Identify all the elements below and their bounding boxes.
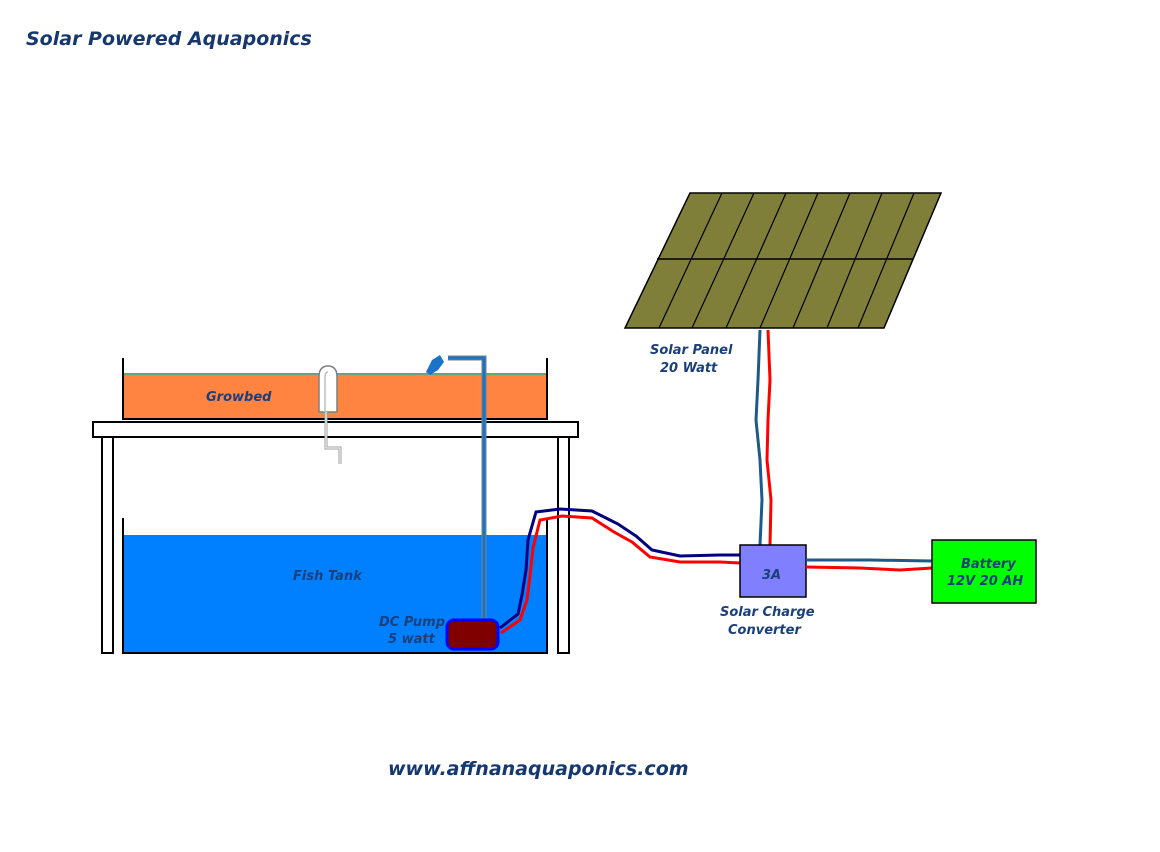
website-url: www.affnanaquaponics.com xyxy=(388,758,689,780)
panel-wire-positive xyxy=(765,329,773,546)
battery-label-line1: Battery xyxy=(961,557,1016,572)
battery xyxy=(931,539,1037,604)
table-stand xyxy=(92,421,579,654)
solar-panel-label-line1: Solar Panel xyxy=(650,343,733,358)
converter-label-line1: Solar Charge xyxy=(720,605,815,620)
panel-wire-negative xyxy=(754,329,764,546)
diagram-title: Solar Powered Aquaponics xyxy=(26,28,312,50)
pump-wire-positive xyxy=(500,514,741,635)
dc-pump xyxy=(445,618,500,651)
pump-label-line2: 5 watt xyxy=(388,632,436,647)
bell-siphon xyxy=(318,365,342,464)
converter-label-line2: Converter xyxy=(728,623,802,638)
converter-value: 3A xyxy=(762,568,781,583)
fish-tank-label: Fish Tank xyxy=(293,569,363,584)
water-splash xyxy=(426,355,444,375)
pump-label-line1: DC Pump xyxy=(379,615,445,630)
battery-wire-negative xyxy=(806,558,933,563)
battery-wire-positive xyxy=(805,565,933,572)
growbed-label: Growbed xyxy=(206,390,272,405)
solar-panel xyxy=(623,192,943,329)
solar-panel-body xyxy=(623,192,943,329)
charge-converter xyxy=(739,544,807,598)
water-pipe xyxy=(426,355,487,622)
solar-panel-label-line2: 20 Watt xyxy=(660,361,718,376)
battery-label-line2: 12V 20 AH xyxy=(947,574,1023,589)
pipe-inner xyxy=(448,356,486,622)
pump-wire-negative xyxy=(499,507,740,630)
